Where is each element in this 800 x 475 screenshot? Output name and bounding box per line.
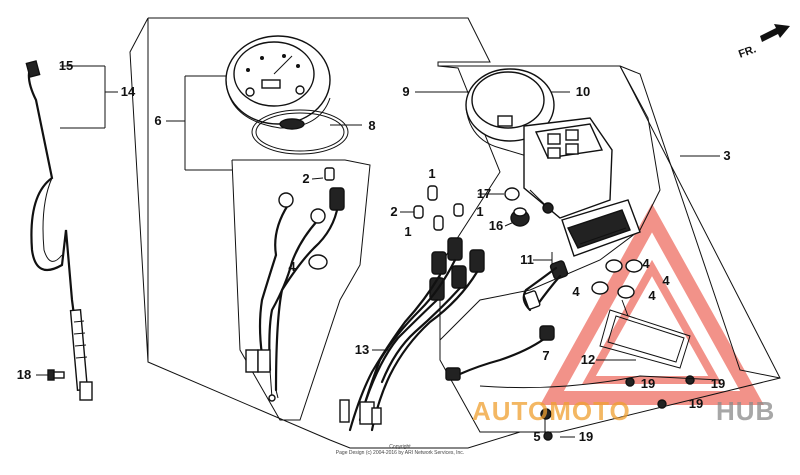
lower-cable: [479, 375, 721, 389]
gauge-wire-harness: [245, 167, 345, 402]
callout-13: 13: [355, 342, 369, 357]
direction-label: FR.: [737, 43, 758, 60]
bracket-12: [599, 299, 691, 369]
callout-4-r4: 4: [648, 288, 656, 303]
bolt-18-icon: [47, 369, 65, 381]
copyright-line-2: Page Design (c) 2004-2016 by ARI Network…: [336, 450, 464, 456]
callout-4-r1: 4: [642, 256, 650, 271]
callout-3: 3: [723, 148, 730, 163]
copyright-line-1: Copyright: [389, 444, 411, 450]
callout-1-right: 1: [476, 204, 483, 219]
callout-4-left: 4: [288, 259, 296, 274]
callout-2-mid: 2: [390, 204, 397, 219]
watermark-logo-icon: [540, 203, 764, 405]
callout-11: 11: [520, 252, 534, 267]
callout-17: 17: [477, 186, 491, 201]
watermark-automoto: AUTOMOTO: [472, 396, 631, 426]
callout-10: 10: [576, 84, 590, 99]
nuts-4-icon: [591, 259, 643, 299]
center-wire-harness-13: [339, 237, 485, 432]
indicator-wire-harness-11: [445, 260, 569, 381]
callout-6: 6: [154, 113, 161, 128]
callout-1-top: 1: [428, 166, 435, 181]
watermark-text: AUTOMOTO HUB: [472, 396, 775, 426]
front-direction-arrow-icon: FR.: [737, 24, 790, 61]
callout-9: 9: [402, 84, 409, 99]
callout-8: 8: [368, 118, 375, 133]
indicator-socket-block: [561, 199, 641, 257]
callout-19-c: 19: [689, 396, 703, 411]
callout-19-b: 19: [711, 376, 725, 391]
callout-12: 12: [581, 352, 595, 367]
gasket-ring-8: [251, 109, 349, 155]
assembly-outline: [148, 17, 781, 433]
bulb-16-icon: [510, 207, 530, 227]
indicator-housing: [523, 117, 613, 219]
watermark-hub: HUB: [716, 396, 775, 426]
grommet-17-icon: [504, 187, 520, 201]
bulbs-1-2: [413, 185, 464, 231]
callout-2-top: 2: [302, 171, 309, 186]
callout-19-a: 19: [641, 376, 655, 391]
callout-15: 15: [59, 58, 73, 73]
callout-1-left: 1: [404, 224, 411, 239]
callout-18: 18: [17, 367, 31, 382]
callout-4-r2: 4: [662, 273, 670, 288]
callout-5: 5: [533, 429, 540, 444]
callout-19-d: 19: [579, 429, 593, 444]
callout-7: 7: [542, 348, 549, 363]
callout-14: 14: [121, 84, 136, 99]
speedometer-gauge: [225, 35, 331, 130]
speedometer-cable: [25, 60, 93, 401]
meter-housing: [465, 68, 555, 161]
callout-4-r3: 4: [572, 284, 580, 299]
callout-16: 16: [489, 218, 503, 233]
